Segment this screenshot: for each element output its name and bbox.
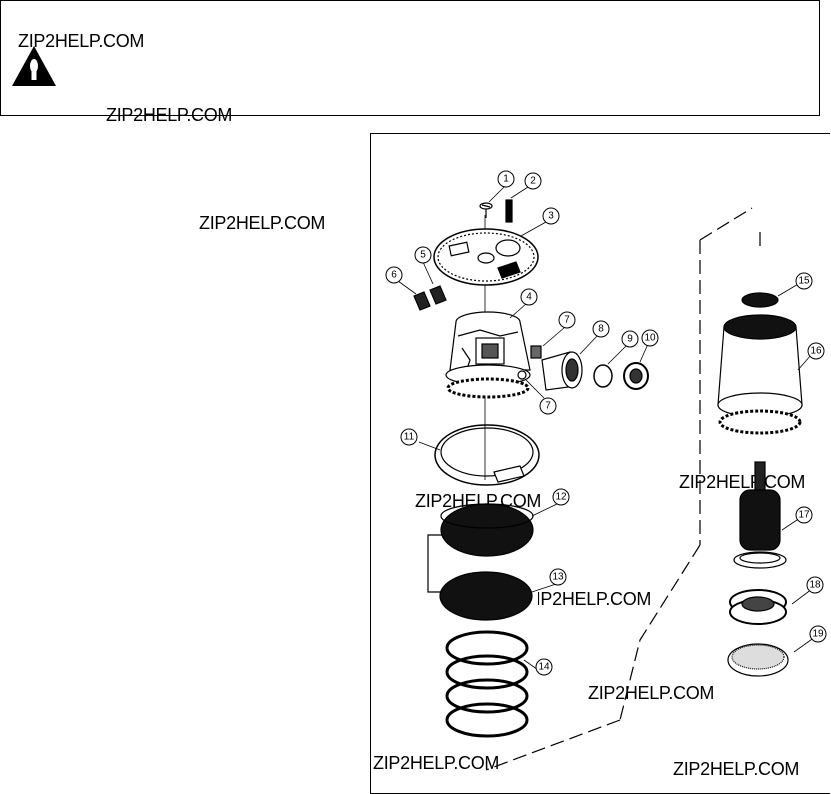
screw-part <box>479 202 493 218</box>
callout-marker <box>809 625 827 643</box>
watermark: ZIP2HELP.COM <box>588 683 715 703</box>
callout-label: 12 <box>555 492 567 503</box>
callout-label: 11 <box>404 432 415 443</box>
callout-label: 9 <box>627 334 633 345</box>
pin-part <box>505 199 513 223</box>
callout-marker <box>549 568 567 586</box>
watermark: ZIP2HELP.COM <box>18 31 145 51</box>
callout-marker <box>592 320 610 338</box>
disc-part <box>741 292 779 308</box>
callout-marker <box>539 397 557 415</box>
callout-marker <box>795 272 813 290</box>
callout-label: 7 <box>545 401 551 412</box>
screen-part <box>727 643 789 677</box>
callout-marker <box>520 288 538 306</box>
callout-label: 7 <box>564 315 570 326</box>
dial-plate-part <box>433 228 539 286</box>
callout-label: 16 <box>810 346 822 357</box>
callout-marker <box>414 246 432 264</box>
fitting-part <box>530 345 542 359</box>
callout-marker <box>621 330 639 348</box>
watermark: ZIP2HELP.COM <box>673 759 800 779</box>
watermark: ZIP2HELP.COM <box>679 472 806 492</box>
float-part <box>733 461 787 569</box>
callout-label: 2 <box>530 176 536 187</box>
callout-label: 18 <box>809 580 821 591</box>
callout-label: 13 <box>552 572 564 583</box>
callout-label: 15 <box>798 276 810 287</box>
callout-label: 5 <box>420 250 426 261</box>
callout-marker <box>542 207 560 225</box>
callout-marker <box>497 170 515 188</box>
callout-label: 3 <box>548 211 554 222</box>
callout-marker <box>795 506 813 524</box>
callout-label: 19 <box>812 629 824 640</box>
callout-label: 17 <box>798 510 810 521</box>
watermark: ZIP2HELP.COM <box>373 753 500 773</box>
disc-part <box>440 503 534 557</box>
watermark: ZIP2HELP.COM <box>525 589 652 609</box>
callout-marker <box>552 488 570 506</box>
cap-part <box>729 589 787 625</box>
callout-marker <box>535 658 553 676</box>
watermark: ZIP2HELP.COM <box>199 213 326 233</box>
watermark: ZIP2HELP.COM <box>106 105 233 125</box>
callout-label: 14 <box>538 662 550 673</box>
callout-marker <box>400 428 418 446</box>
housing-part <box>717 314 803 435</box>
ring-part <box>434 424 540 486</box>
spring-part <box>445 630 529 738</box>
callout-marker <box>558 311 576 329</box>
nut-part <box>413 285 447 311</box>
callout-marker <box>807 342 825 360</box>
callout-label: 4 <box>526 292 532 303</box>
warning-box <box>0 0 820 116</box>
connector-part <box>541 351 583 391</box>
o-ring-part <box>593 364 613 388</box>
disc-part <box>439 571 533 621</box>
callout-marker <box>806 576 824 594</box>
callout-marker <box>524 172 542 190</box>
callout-label: 1 <box>503 174 509 185</box>
callout-label: 10 <box>644 333 656 344</box>
callout-label: 6 <box>391 270 397 281</box>
warning-icon <box>12 46 56 86</box>
callout-marker <box>641 329 659 347</box>
valve-body-part <box>445 311 531 399</box>
callout-marker <box>385 266 403 284</box>
nut-part <box>623 362 649 390</box>
callout-label: 8 <box>598 324 604 335</box>
